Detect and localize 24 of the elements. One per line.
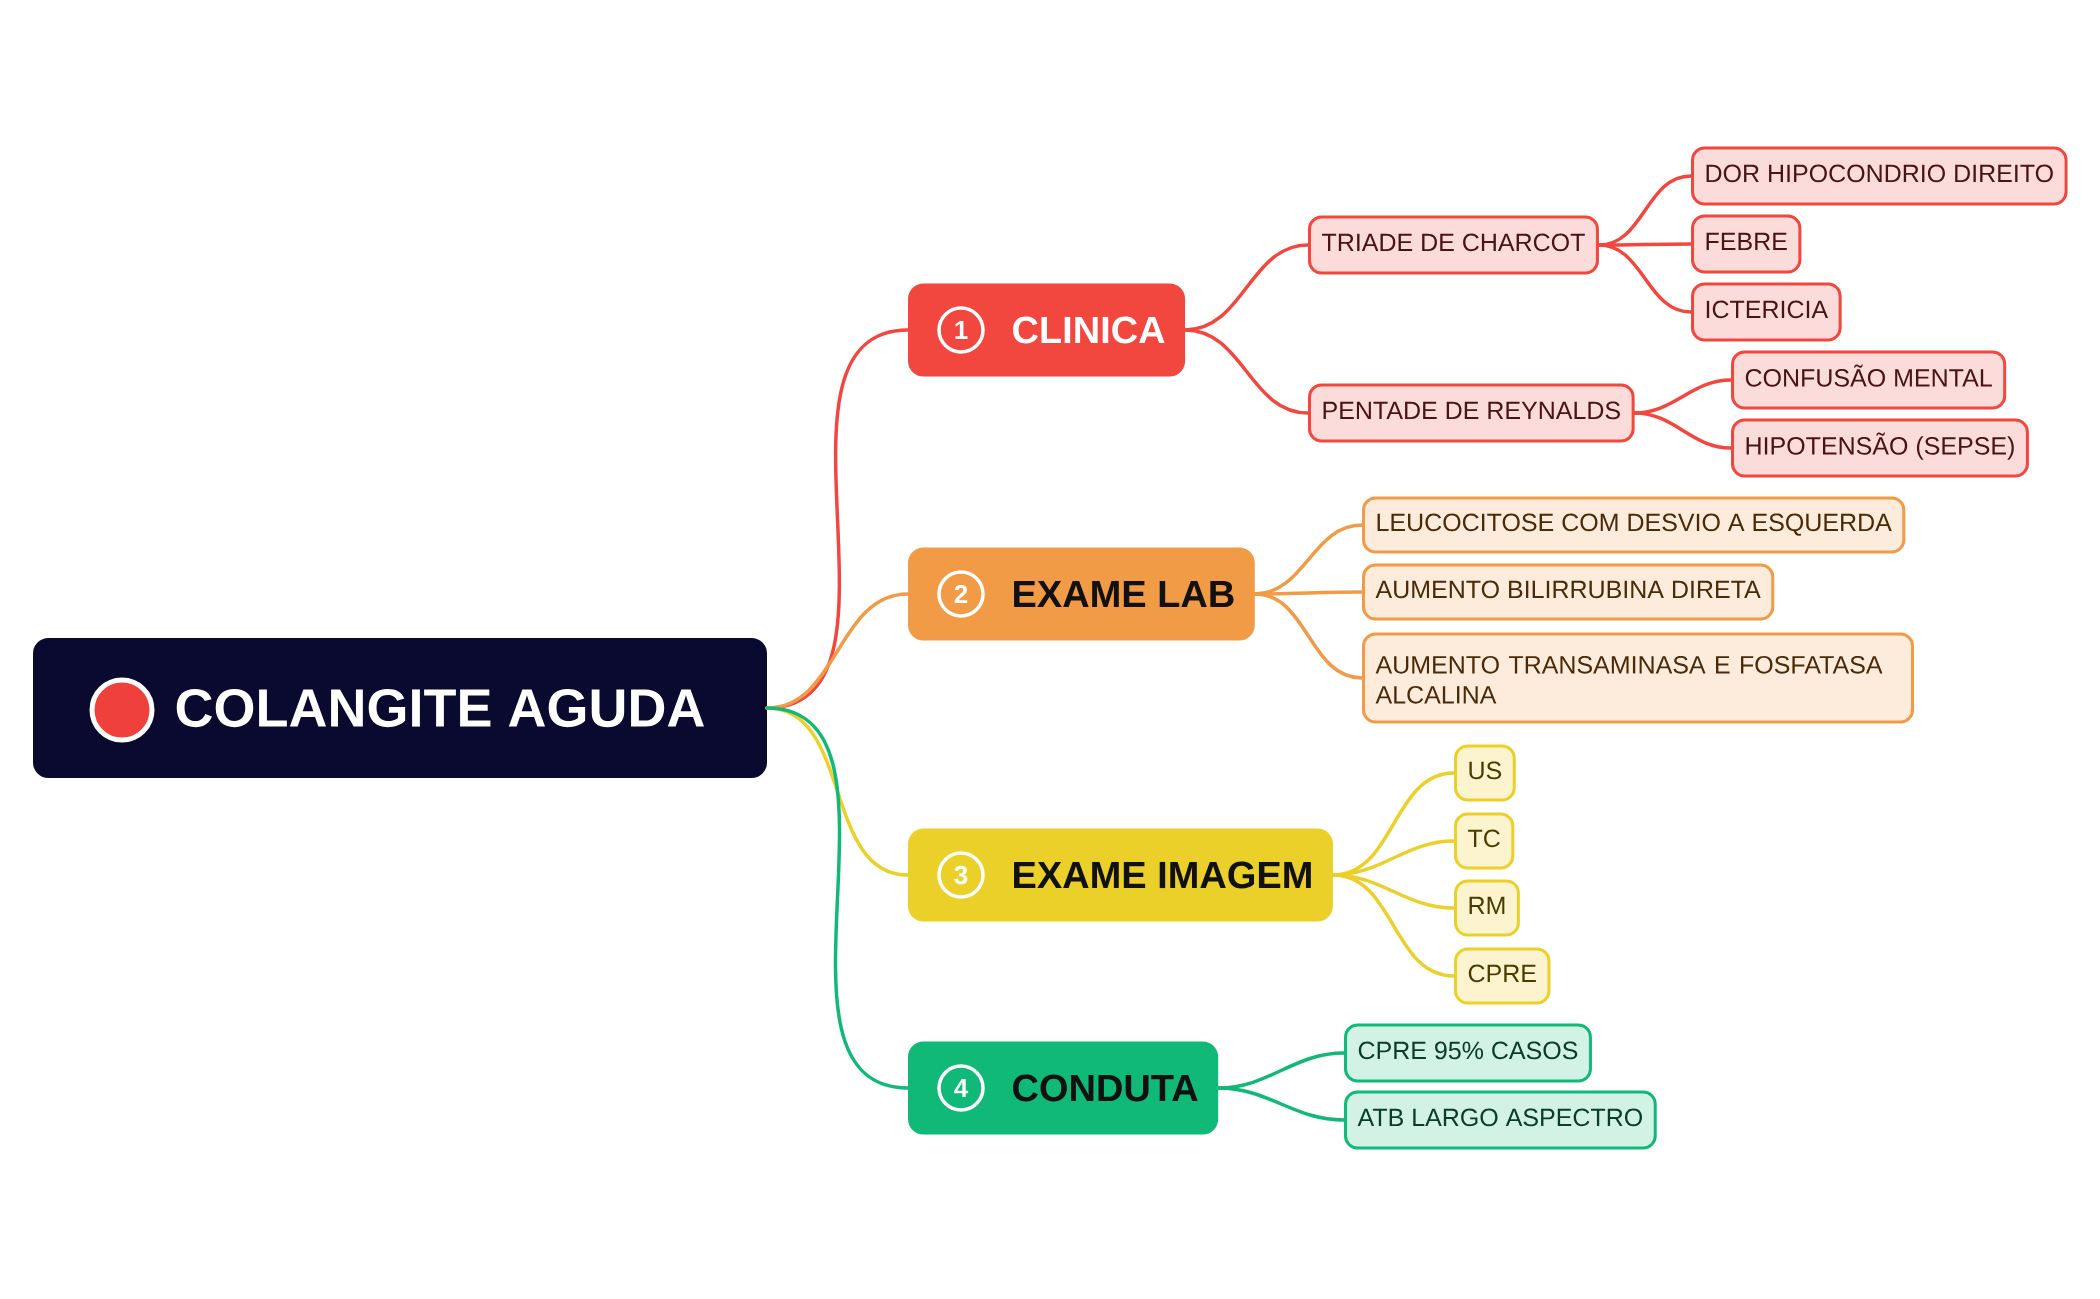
- subtopic-box: TRIADE DE CHARCOT: [1308, 215, 1599, 275]
- subtopic-box: ICTERICIA: [1691, 282, 1842, 342]
- subtopic-box: CPRE: [1454, 947, 1551, 1005]
- subtopic-box: PENTADE DE REYNALDS: [1308, 383, 1635, 443]
- subtopic-box: AUMENTO BILIRRUBINA DIRETA: [1362, 563, 1775, 621]
- subtopic-box: CONFUSÃO MENTAL: [1731, 350, 2007, 410]
- branch-line: [1183, 328, 1310, 415]
- subtopic-box: CPRE 95% CASOS: [1344, 1023, 1592, 1083]
- central-topic-box: COLANGITE AGUDA: [33, 638, 767, 778]
- branch-line: [1331, 873, 1456, 978]
- subtopic-box: FEBRE: [1691, 214, 1802, 274]
- branch-line: [1632, 411, 1733, 450]
- branch-line: [1253, 592, 1364, 680]
- subtopic-box: DOR HIPOCONDRIO DIREITO: [1691, 146, 2068, 206]
- branch-line: [1597, 243, 1693, 314]
- subtopic-box: LEUCOCITOSE COM DESVIO A ESQUERDA: [1362, 496, 1906, 554]
- subtopic-box: TC: [1454, 812, 1515, 870]
- branch-line: [765, 706, 910, 1090]
- subtopic-box: RM: [1454, 879, 1520, 937]
- subtopic-box: HIPOTENSÃO (SEPSE): [1731, 418, 2029, 478]
- subtopic-box: AUMENTO TRANSAMINASA E FOSFATASA ALCALINA: [1362, 632, 1914, 724]
- subtopic-box: ATB LARGO ASPECTRO: [1344, 1090, 1657, 1150]
- branch-line: [1216, 1086, 1346, 1122]
- subtopic-box: US: [1454, 744, 1516, 802]
